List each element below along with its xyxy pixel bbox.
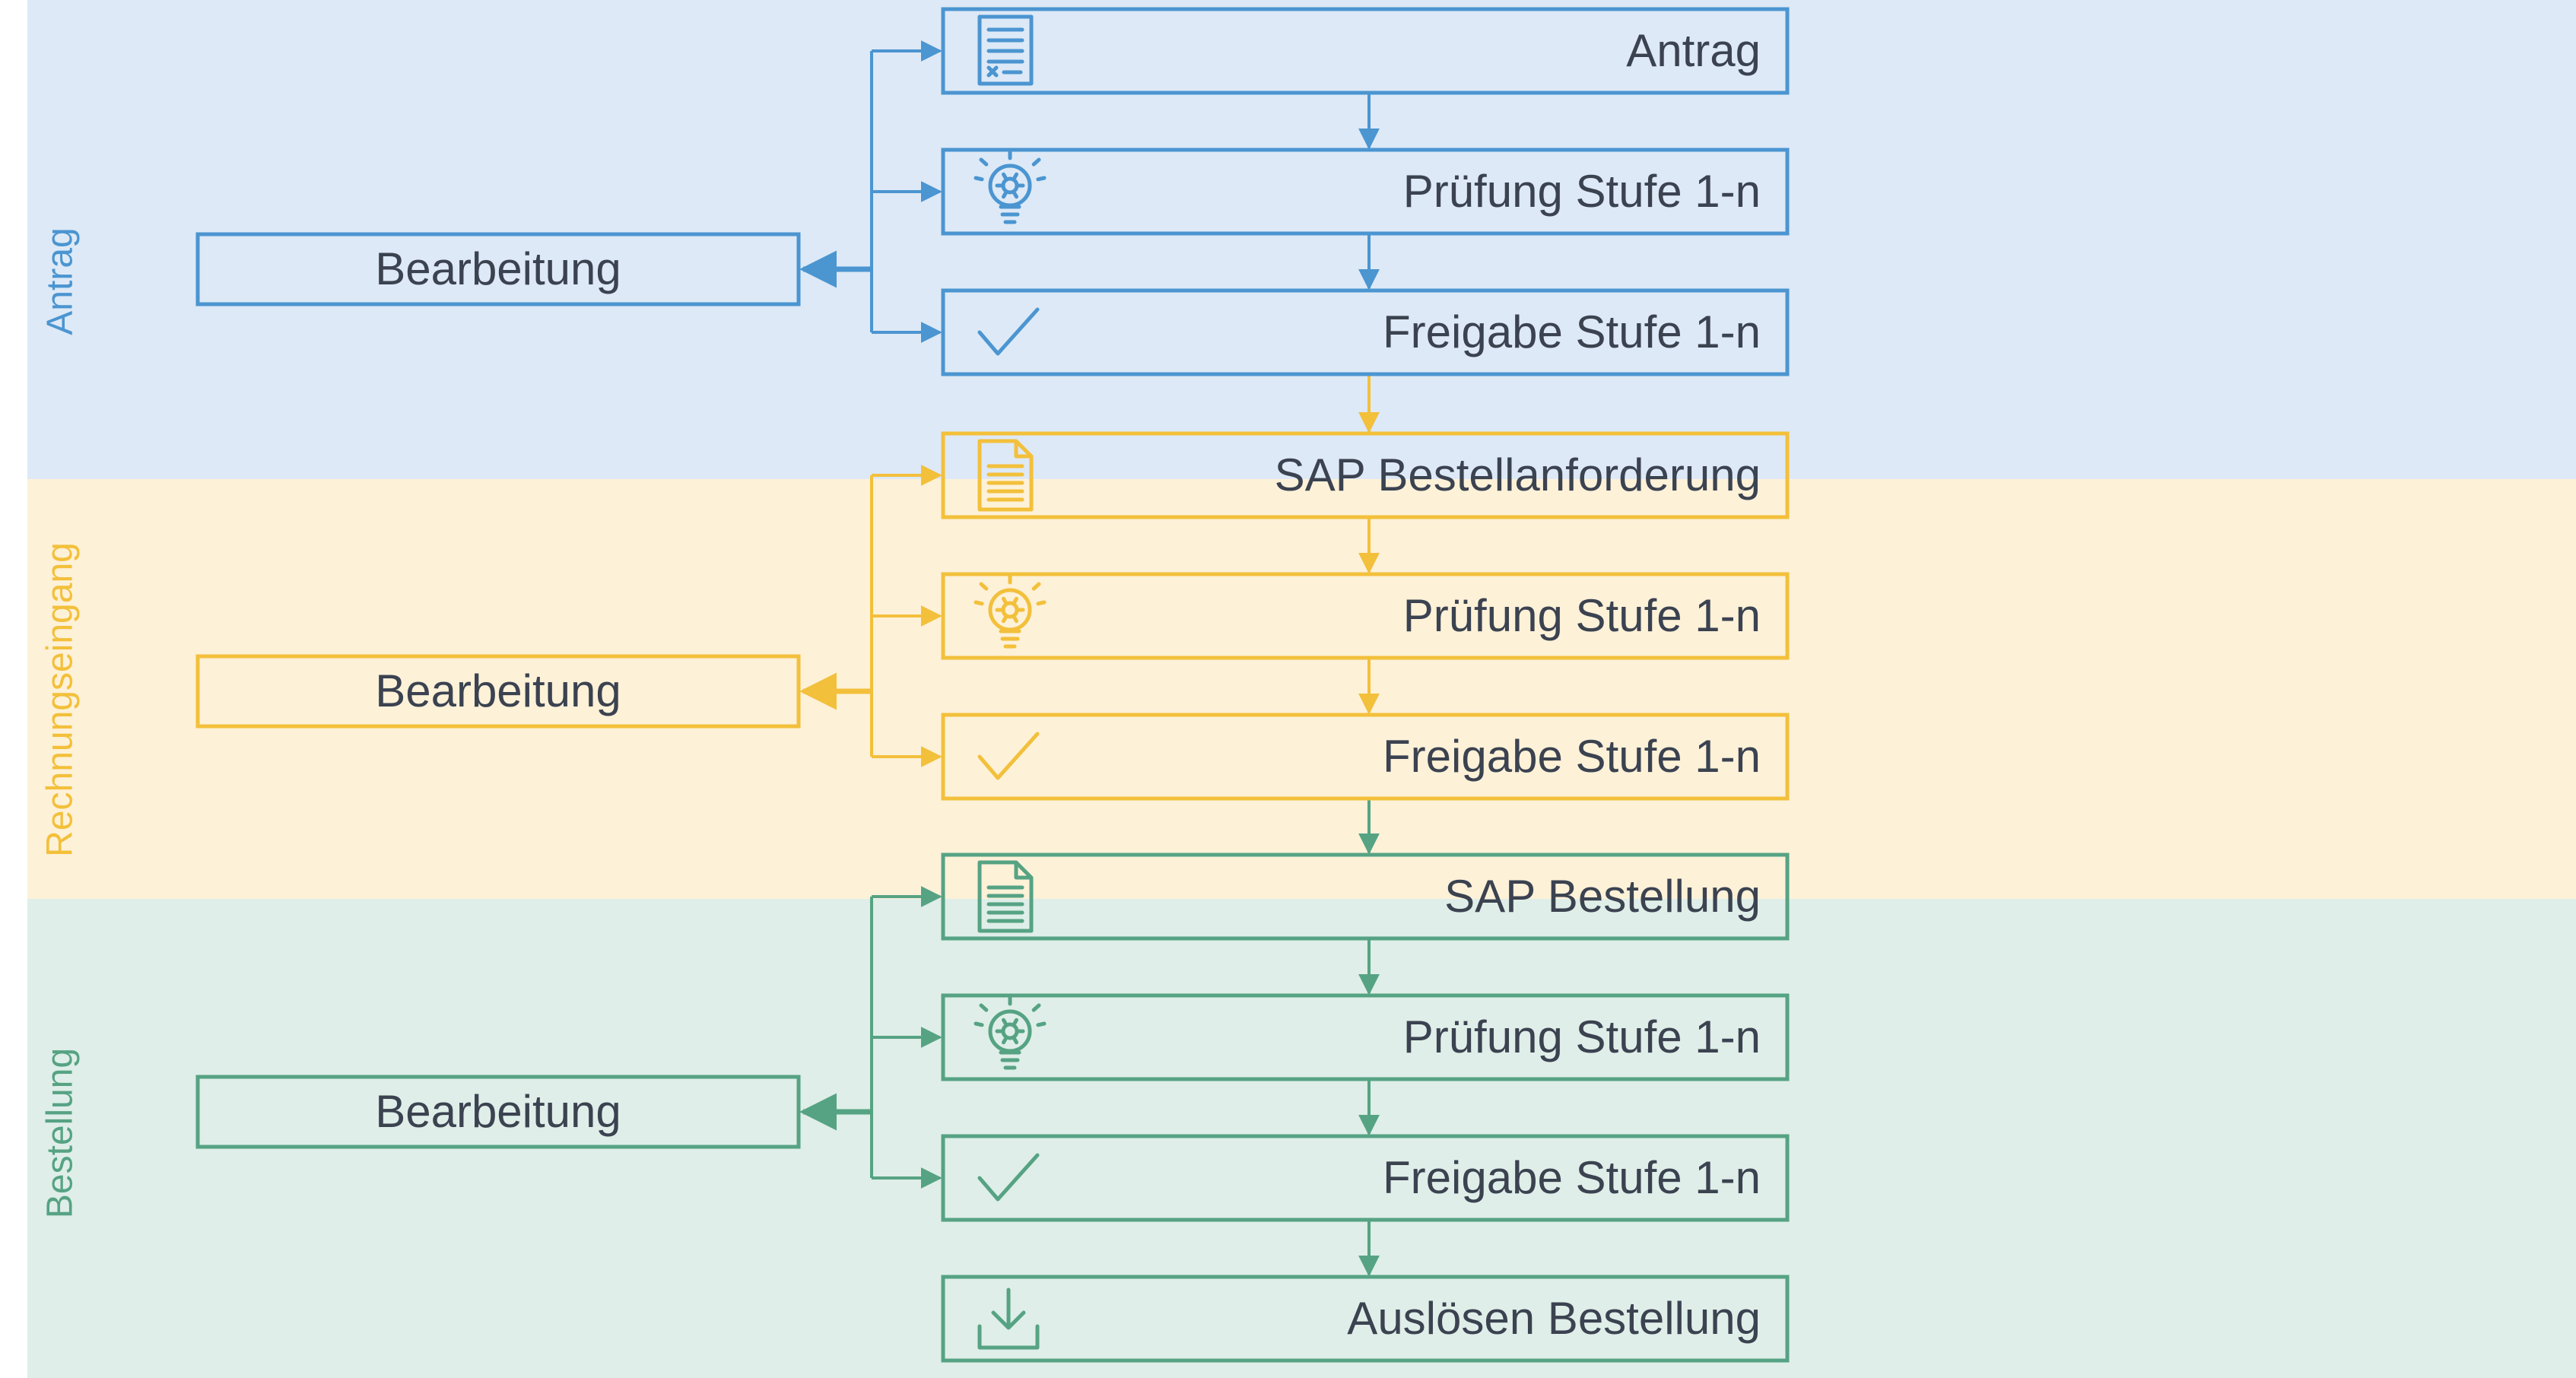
checkmark-icon bbox=[977, 307, 1040, 356]
process-step-label: Prüfung Stufe 1-n bbox=[1403, 166, 1761, 217]
process-step-label: Prüfung Stufe 1-n bbox=[1403, 1011, 1761, 1062]
process-step-border bbox=[941, 288, 1790, 376]
lane-label-bestellung: Bestellung bbox=[40, 1048, 81, 1218]
process-step-border bbox=[941, 993, 1790, 1081]
lightbulb-gear-icon bbox=[974, 150, 1047, 224]
process-step-box[interactable]: Prüfung Stufe 1-n bbox=[941, 148, 1790, 236]
process-step-label: Antrag bbox=[1626, 25, 1761, 76]
process-step-box[interactable]: SAP Bestellanforderung bbox=[941, 431, 1790, 519]
process-step-label: Freigabe Stufe 1-n bbox=[1383, 1152, 1761, 1203]
checkmark-icon bbox=[977, 732, 1040, 780]
process-step-label: SAP Bestellung bbox=[1444, 871, 1761, 922]
edit-box-border bbox=[195, 1075, 801, 1149]
edit-box-label: Bearbeitung bbox=[375, 1086, 621, 1137]
edit-box-border bbox=[195, 232, 801, 306]
process-step-border bbox=[941, 148, 1790, 236]
process-step-box[interactable]: Prüfung Stufe 1-n bbox=[941, 572, 1790, 660]
document-icon bbox=[977, 860, 1034, 933]
process-step-box[interactable]: Freigabe Stufe 1-n bbox=[941, 713, 1790, 801]
lane-background-antrag bbox=[27, 0, 2576, 479]
checkmark-icon bbox=[977, 1153, 1040, 1202]
process-step-box[interactable]: Prüfung Stufe 1-n bbox=[941, 993, 1790, 1081]
process-step-border bbox=[941, 431, 1790, 519]
process-step-box[interactable]: SAP Bestellung bbox=[941, 853, 1790, 941]
process-step-box[interactable]: Auslösen Bestellung bbox=[941, 1275, 1790, 1363]
process-step-border bbox=[941, 713, 1790, 801]
lane-background-bestellung bbox=[27, 899, 2576, 1378]
process-step-label: Freigabe Stufe 1-n bbox=[1383, 731, 1761, 782]
process-step-border bbox=[941, 1275, 1790, 1363]
edit-box-label: Bearbeitung bbox=[375, 243, 621, 294]
edit-box-antrag[interactable]: Bearbeitung bbox=[195, 232, 801, 306]
lane-label-antrag: Antrag bbox=[40, 227, 81, 335]
lightbulb-gear-icon bbox=[974, 574, 1047, 649]
document-icon bbox=[977, 439, 1034, 512]
process-step-border bbox=[941, 572, 1790, 660]
form-document-icon bbox=[977, 14, 1034, 86]
edit-box-bestellung[interactable]: Bearbeitung bbox=[195, 1075, 801, 1149]
edit-box-label: Bearbeitung bbox=[375, 665, 621, 716]
lane-label-rechnungseingang: Rechnungseingang bbox=[40, 542, 81, 857]
lightbulb-gear-icon bbox=[974, 995, 1047, 1070]
process-step-box[interactable]: Antrag bbox=[941, 7, 1790, 95]
lane-background-rechnungseingang bbox=[27, 479, 2576, 899]
process-step-border bbox=[941, 7, 1790, 95]
process-step-label: Freigabe Stufe 1-n bbox=[1383, 306, 1761, 357]
download-icon bbox=[977, 1288, 1040, 1350]
process-step-box[interactable]: Freigabe Stufe 1-n bbox=[941, 1134, 1790, 1222]
process-step-border bbox=[941, 1134, 1790, 1222]
process-step-box[interactable]: Freigabe Stufe 1-n bbox=[941, 288, 1790, 376]
edit-box-rechnungseingang[interactable]: Bearbeitung bbox=[195, 654, 801, 729]
process-step-label: Prüfung Stufe 1-n bbox=[1403, 590, 1761, 641]
process-step-label: SAP Bestellanforderung bbox=[1275, 449, 1761, 500]
process-step-label: Auslösen Bestellung bbox=[1347, 1293, 1761, 1344]
edit-box-border bbox=[195, 654, 801, 729]
process-step-border bbox=[941, 853, 1790, 941]
